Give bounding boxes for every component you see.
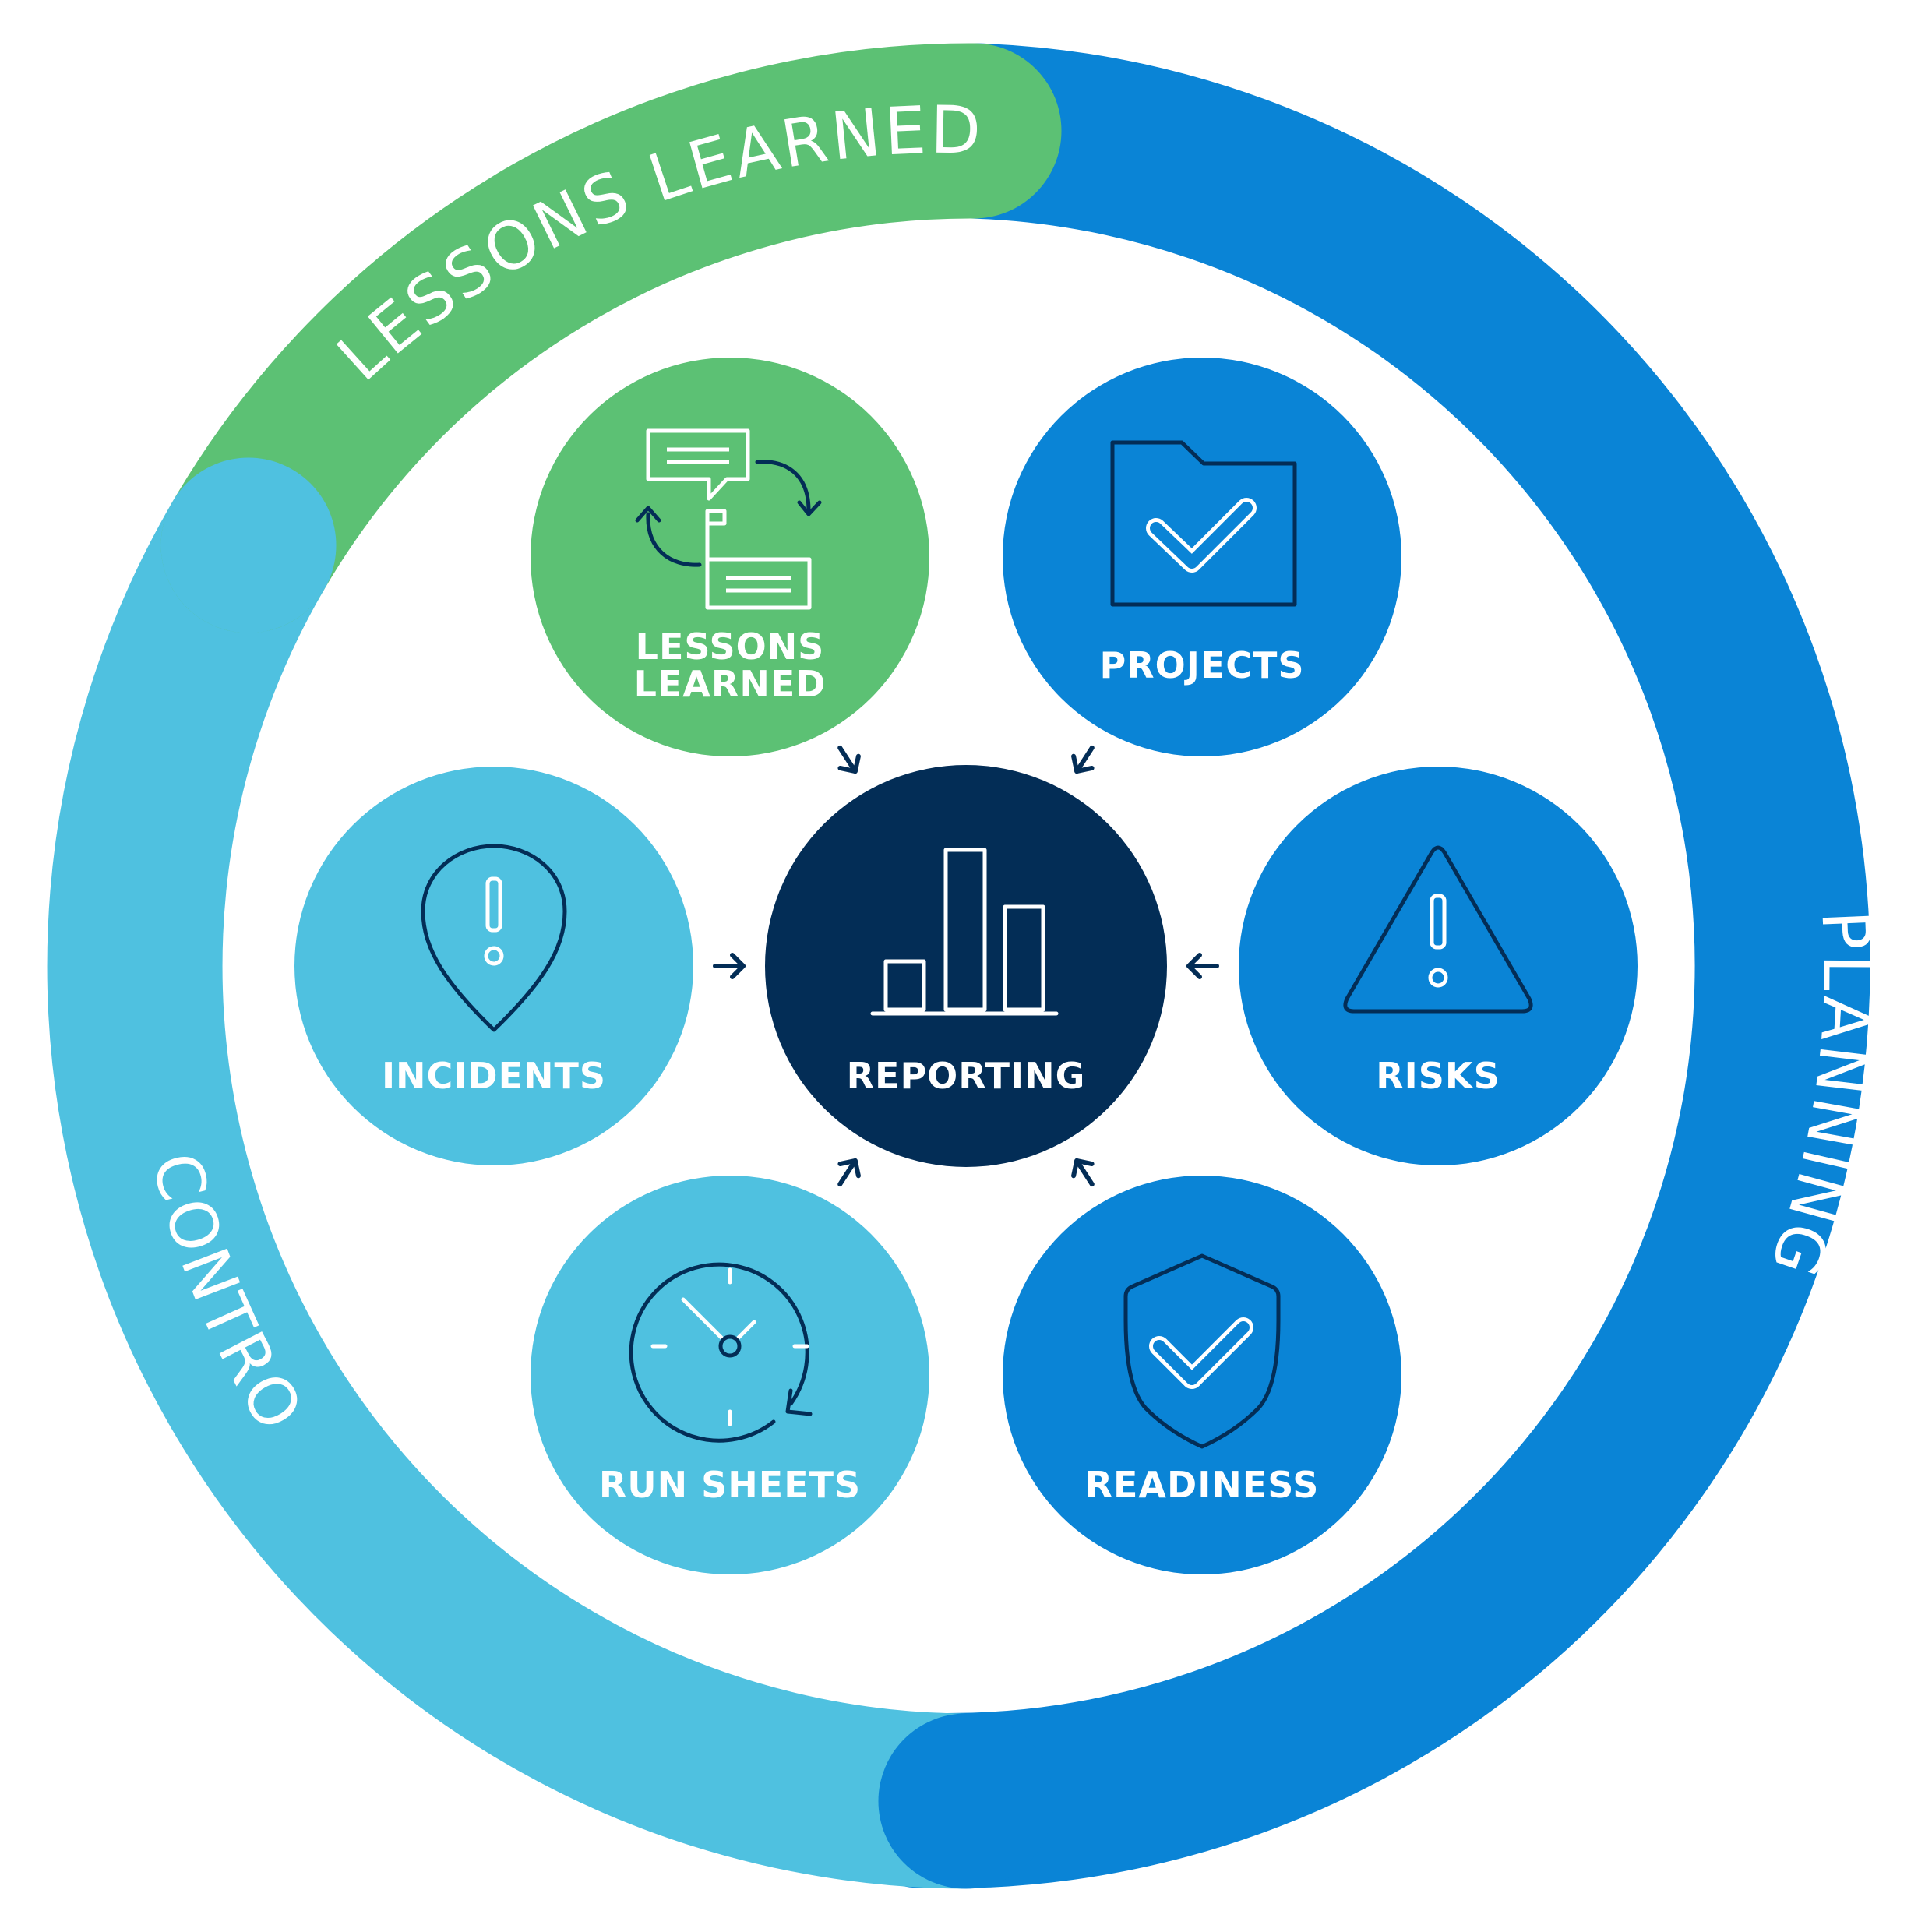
control-arc-cap [160, 457, 337, 633]
location-alert-icon [421, 844, 567, 1032]
node-readiness[interactable]: READINESS [1003, 1176, 1401, 1574]
node-label: REPORTING [847, 1055, 1086, 1097]
planning-arc-cap [878, 1713, 1054, 1889]
node-label-lessons: LESSONS [636, 626, 825, 668]
node-run-sheets[interactable]: RUN SHEETS [531, 1176, 929, 1574]
shield-check-icon [1123, 1253, 1281, 1449]
arrows [713, 745, 1219, 1187]
bar-chart-icon [870, 848, 1059, 1016]
node-label: RISKS [1376, 1055, 1500, 1097]
control-arc [47, 501, 967, 1889]
node-reporting[interactable]: REPORTING [765, 765, 1167, 1167]
chat-exchange-icon [635, 428, 822, 610]
planning-arc [833, 43, 1870, 1889]
arrow-icon [1071, 1158, 1095, 1187]
arrow-icon [713, 953, 746, 979]
node-label: PROJECTS [1099, 644, 1304, 686]
arrow-icon [837, 745, 861, 774]
lessons-learned-arc [160, 43, 1062, 633]
node-label-learned: LEARNED [634, 663, 827, 705]
arrow-icon [1186, 953, 1219, 979]
folder-check-icon [1110, 440, 1297, 607]
node-label: INCIDENTS [382, 1055, 606, 1097]
node-projects[interactable]: PROJECTS [1003, 358, 1401, 756]
warning-triangle-icon [1343, 845, 1533, 1014]
node-label: RUN SHEETS [599, 1464, 861, 1506]
node-incidents[interactable]: INCIDENTS [294, 767, 693, 1165]
node-label: READINESS [1085, 1464, 1320, 1506]
node-lessons-learned[interactable]: LESSONS LEARNED [531, 358, 929, 756]
node-risks[interactable]: RISKS [1239, 767, 1638, 1165]
clock-icon [629, 1262, 813, 1443]
arrow-icon [837, 1158, 861, 1187]
arrow-icon [1071, 745, 1095, 774]
